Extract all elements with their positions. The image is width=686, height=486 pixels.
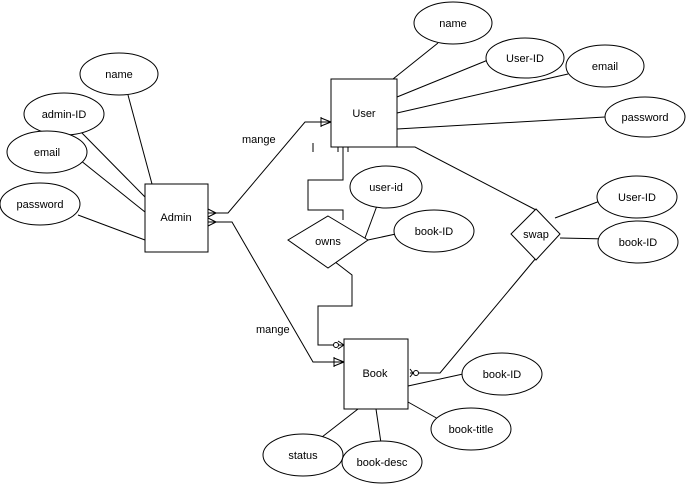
attr-user-name-label: name bbox=[439, 18, 467, 30]
book-status-link bbox=[321, 408, 359, 438]
owns-user-id-link bbox=[364, 202, 379, 239]
swap-book-relation bbox=[410, 257, 537, 374]
attr-owns-user-id[interactable]: user-id bbox=[349, 165, 423, 209]
book-title-link bbox=[407, 401, 441, 421]
attr-user-email-label: email bbox=[592, 61, 618, 73]
attr-swap-book-id-label: book-ID bbox=[619, 237, 658, 249]
entity-book-label: Book bbox=[362, 368, 388, 380]
attr-book-title[interactable]: book-title bbox=[430, 407, 512, 451]
attr-admin-password-label: password bbox=[16, 199, 63, 211]
attr-user-id[interactable]: User-ID bbox=[485, 37, 565, 79]
relationship-owns-label: owns bbox=[315, 236, 341, 248]
admin-email-link bbox=[79, 159, 146, 213]
attr-swap-user-id-label: User-ID bbox=[618, 192, 656, 204]
attr-book-status[interactable]: status bbox=[262, 433, 344, 477]
admin-user-relation bbox=[208, 121, 331, 214]
relationship-swap[interactable]: swap bbox=[510, 208, 561, 261]
user-swap-relation bbox=[397, 146, 537, 211]
owns-book-foot-1 bbox=[337, 340, 345, 346]
attr-admin-id[interactable]: admin-ID bbox=[23, 92, 105, 136]
swap-book-foot-2 bbox=[409, 372, 414, 378]
entity-user[interactable]: User bbox=[330, 78, 398, 148]
attr-admin-name[interactable]: name bbox=[79, 52, 159, 96]
crow-foot-book-1 bbox=[333, 357, 345, 363]
entity-user-label: User bbox=[352, 108, 376, 120]
crow-foot-admin-1 bbox=[207, 208, 217, 214]
admin-book-relation bbox=[208, 221, 344, 363]
admin-name-link bbox=[127, 94, 153, 185]
entity-admin[interactable]: Admin bbox=[144, 183, 209, 253]
user-email-link bbox=[396, 73, 569, 114]
admin-password-link bbox=[77, 214, 146, 241]
relationship-owns[interactable]: owns bbox=[287, 215, 369, 269]
crow-foot-admin-3 bbox=[207, 217, 217, 223]
owns-book-zero bbox=[333, 342, 339, 348]
user-name-link bbox=[392, 42, 439, 80]
admin-id-link bbox=[79, 130, 146, 198]
attr-user-password[interactable]: password bbox=[604, 96, 686, 138]
attr-admin-name-label: name bbox=[105, 69, 133, 81]
owns-book-foot-2 bbox=[337, 344, 345, 350]
swap-book-zero bbox=[413, 370, 419, 376]
attr-admin-id-label: admin-ID bbox=[42, 109, 87, 121]
attr-book-status-label: status bbox=[288, 450, 318, 462]
attr-user-password-label: password bbox=[621, 112, 668, 124]
relationship-swap-label: swap bbox=[523, 229, 549, 241]
attr-book-desc-label: book-desc bbox=[357, 457, 408, 469]
user-id-link bbox=[396, 59, 489, 98]
attr-book-id[interactable]: book-ID bbox=[461, 352, 543, 396]
user-password-link bbox=[396, 116, 606, 130]
label-mange-top: mange bbox=[242, 134, 276, 146]
attr-owns-book-id[interactable]: book-ID bbox=[393, 209, 475, 253]
attr-book-desc[interactable]: book-desc bbox=[341, 440, 423, 484]
attr-user-id-label: User-ID bbox=[506, 53, 544, 65]
swap-book-foot-1 bbox=[409, 368, 414, 374]
attr-swap-user-id[interactable]: User-ID bbox=[596, 175, 678, 219]
attr-owns-book-id-label: book-ID bbox=[415, 226, 454, 238]
attr-admin-email-label: email bbox=[34, 147, 60, 159]
attr-book-id-label: book-ID bbox=[483, 369, 522, 381]
label-mange-bottom: mange bbox=[256, 324, 290, 336]
crow-foot-user-2 bbox=[320, 121, 332, 127]
attr-admin-password[interactable]: password bbox=[0, 182, 81, 226]
attr-book-title-label: book-title bbox=[449, 424, 494, 436]
attr-swap-book-id[interactable]: book-ID bbox=[597, 220, 679, 264]
book-desc-link bbox=[375, 408, 382, 444]
book-id-link bbox=[407, 373, 464, 387]
attr-admin-email[interactable]: email bbox=[6, 130, 88, 174]
entity-book[interactable]: Book bbox=[343, 338, 409, 410]
attr-user-email[interactable]: email bbox=[565, 44, 645, 88]
crow-foot-admin-4 bbox=[207, 221, 217, 227]
crow-foot-admin-2 bbox=[207, 212, 217, 218]
attr-owns-user-id-label: user-id bbox=[369, 182, 403, 194]
crow-foot-book-2 bbox=[333, 361, 345, 367]
owns-book-relation bbox=[317, 257, 353, 346]
attr-user-name[interactable]: name bbox=[413, 1, 493, 45]
user-owns-relation bbox=[307, 147, 344, 220]
entity-admin-label: Admin bbox=[160, 212, 191, 224]
crow-foot-user-1 bbox=[320, 117, 332, 123]
